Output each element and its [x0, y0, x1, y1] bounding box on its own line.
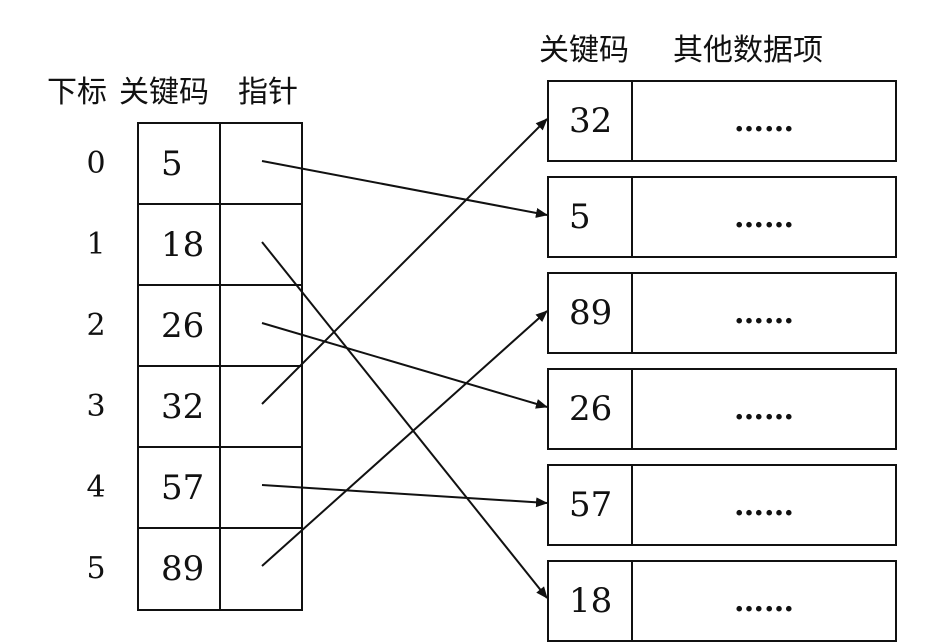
index-key-header: 关键码 [119, 75, 209, 110]
record-data-cell: …… [734, 199, 794, 235]
index-row: 57 [139, 448, 301, 529]
index-row: 89 [139, 529, 301, 609]
other-data-header: 其他数据项 [673, 33, 823, 68]
index-table: 5 18 26 32 57 89 [137, 122, 303, 611]
index-label: 3 [86, 389, 106, 424]
record-key-cell: 26 [549, 370, 633, 448]
record-data-cell: …… [734, 391, 794, 427]
index-key-cell: 26 [139, 286, 221, 365]
index-label: 1 [86, 227, 106, 262]
index-key-cell: 89 [139, 529, 221, 609]
record-box: 57 …… [547, 464, 897, 546]
index-key-cell: 32 [139, 367, 221, 446]
pointer-arrow [261, 322, 548, 409]
index-key-cell: 57 [139, 448, 221, 527]
record-data-cell: …… [734, 487, 794, 523]
index-key-cell: 18 [139, 205, 221, 284]
index-key-cell: 5 [139, 124, 221, 203]
record-box: 89 …… [547, 272, 897, 354]
record-box: 5 …… [547, 176, 897, 258]
index-row: 26 [139, 286, 301, 367]
pointer-header: 指针 [238, 75, 298, 110]
record-key-cell: 57 [549, 466, 633, 544]
record-key-cell: 32 [549, 82, 633, 160]
record-data-cell: …… [734, 295, 794, 331]
pointer-arrow [261, 241, 548, 599]
pointer-arrow [261, 118, 548, 405]
pointer-arrow [261, 484, 548, 508]
record-key-header: 关键码 [539, 33, 629, 68]
index-label: 5 [86, 551, 106, 586]
index-label: 4 [86, 470, 106, 505]
index-row: 32 [139, 367, 301, 448]
subscript-header: 下标 [47, 75, 107, 110]
index-row: 18 [139, 205, 301, 286]
pointer-arrow [261, 160, 548, 218]
index-label: 2 [86, 308, 106, 343]
index-label: 0 [86, 146, 106, 181]
pointer-arrows [261, 118, 548, 599]
pointer-arrow [261, 310, 548, 567]
record-data-cell: …… [734, 103, 794, 139]
record-key-cell: 89 [549, 274, 633, 352]
index-row: 5 [139, 124, 301, 205]
record-box: 26 …… [547, 368, 897, 450]
record-box: 32 …… [547, 80, 897, 162]
record-key-cell: 5 [549, 178, 633, 256]
